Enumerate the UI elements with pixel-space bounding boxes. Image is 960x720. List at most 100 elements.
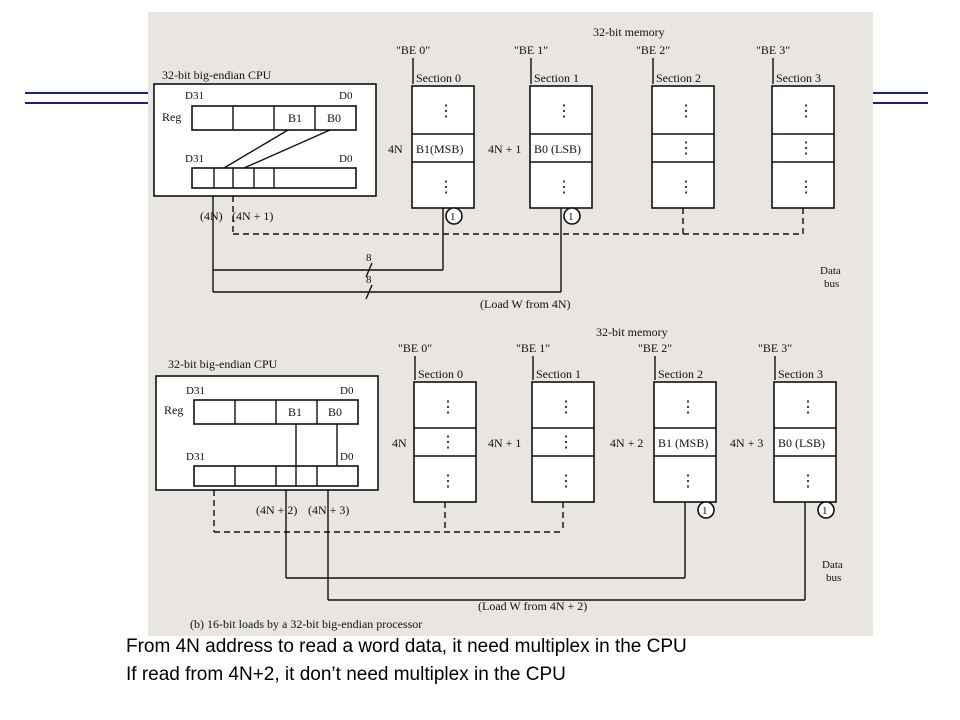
top-row-4n1: 4N + 1 xyxy=(488,142,521,156)
bottom-reg-label: Reg xyxy=(164,403,183,417)
top-d0-lower: D0 xyxy=(339,153,353,165)
bottom-reg-b1: B1 xyxy=(288,405,302,419)
caption-line-1: From 4N address to read a word data, it … xyxy=(126,636,687,657)
bottom-load-label: (Load W from 4N + 2) xyxy=(478,599,587,613)
top-dots-1a: ⋮ xyxy=(556,103,572,120)
top-addr-4n1: (4N + 1) xyxy=(232,209,273,223)
bottom-addr-4n2: (4N + 2) xyxy=(256,503,297,517)
top-be3: "BE 3" xyxy=(756,43,790,57)
bottom-d0-lower: D0 xyxy=(340,451,354,463)
bottom-figure-caption: (b) 16-bit loads by a 32-bit big-endian … xyxy=(190,617,422,631)
bottom-diagram: 32-bit memory 32-bit big-endian CPU D31 … xyxy=(155,325,843,631)
bottom-circle-1b-label: 1 xyxy=(822,505,828,517)
bottom-be2: "BE 2" xyxy=(638,341,672,355)
top-cell-b0-lsb: B0 (LSB) xyxy=(534,142,581,156)
top-be0: "BE 0" xyxy=(396,43,430,57)
bottom-dots-1c: ⋮ xyxy=(558,473,574,490)
bottom-circle-1a xyxy=(697,501,715,519)
top-cpu-title: 32-bit big-endian CPU xyxy=(162,68,272,82)
bottom-section-1: Section 1 xyxy=(536,367,581,381)
top-circle-1b-label: 1 xyxy=(568,211,574,223)
top-data-label: Data xyxy=(820,265,841,277)
caption-line-2: If read from 4N+2, it don’t need multipl… xyxy=(126,664,566,685)
bottom-circle-1a-label: 1 xyxy=(702,505,708,517)
bottom-row-4n1: 4N + 1 xyxy=(488,436,521,450)
top-dots-3a: ⋮ xyxy=(798,103,814,120)
bottom-cell-b1-msb: B1 (MSB) xyxy=(658,436,708,450)
top-mem-col-3 xyxy=(771,85,835,209)
bottom-circle-1b xyxy=(817,501,835,519)
top-mux-arrow-1 xyxy=(223,129,289,169)
title-rule-left-2 xyxy=(25,102,148,104)
bottom-mem-col-2 xyxy=(653,381,717,503)
top-reg-label: Reg xyxy=(162,110,181,124)
top-bus-width-1: 8 xyxy=(366,252,372,264)
top-dots-2a: ⋮ xyxy=(678,103,694,120)
bottom-dots-0a: ⋮ xyxy=(440,399,456,416)
bottom-dots-3b: ⋮ xyxy=(800,473,816,490)
title-rule-right-2 xyxy=(873,102,928,104)
top-section-2: Section 2 xyxy=(656,71,701,85)
bottom-mem-col-0 xyxy=(413,381,477,503)
top-be1: "BE 1" xyxy=(514,43,548,57)
title-rule-left-1 xyxy=(25,92,148,94)
top-bus-width-2: 8 xyxy=(366,274,372,286)
bottom-row-4n3: 4N + 3 xyxy=(730,436,763,450)
bottom-cpu-title: 32-bit big-endian CPU xyxy=(168,357,278,371)
bottom-d31-lower: D31 xyxy=(186,451,205,463)
bottom-mem-col-3 xyxy=(773,381,837,503)
top-reg-b0: B0 xyxy=(327,111,341,125)
top-section-1: Section 1 xyxy=(534,71,579,85)
bottom-be1: "BE 1" xyxy=(516,341,550,355)
bottom-reg-b0: B0 xyxy=(328,405,342,419)
title-rule-right-1 xyxy=(873,92,928,94)
top-dots-2c: ⋮ xyxy=(678,179,694,196)
bottom-d31-upper: D31 xyxy=(186,385,205,397)
top-section-3: Section 3 xyxy=(776,71,821,85)
top-bus-label: bus xyxy=(824,278,839,290)
top-dots-0a: ⋮ xyxy=(438,103,454,120)
top-d31-lower: D31 xyxy=(185,153,204,165)
top-row-4n: 4N xyxy=(388,142,403,156)
bottom-dots-0b: ⋮ xyxy=(440,434,456,451)
bottom-dots-0c: ⋮ xyxy=(440,473,456,490)
top-dots-3b: ⋮ xyxy=(798,140,814,157)
bottom-section-0: Section 0 xyxy=(418,367,463,381)
top-circle-1a-label: 1 xyxy=(450,211,456,223)
bottom-row-4n2: 4N + 2 xyxy=(610,436,643,450)
top-section-0: Section 0 xyxy=(416,71,461,85)
bottom-dots-3a: ⋮ xyxy=(800,399,816,416)
bottom-cell-b0-lsb: B0 (LSB) xyxy=(778,436,825,450)
top-reg-b1: B1 xyxy=(288,111,302,125)
top-be2: "BE 2" xyxy=(636,43,670,57)
top-memory-title: 32-bit memory xyxy=(593,25,665,39)
top-cell-b1-msb: B1(MSB) xyxy=(416,142,463,156)
top-d31-upper: D31 xyxy=(185,90,204,102)
top-circle-1b xyxy=(563,207,581,225)
scanned-figure: 32-bit memory 32-bit big-endian CPU D31 … xyxy=(148,12,873,636)
bottom-mem-col-1 xyxy=(531,381,595,503)
bottom-d0-upper: D0 xyxy=(340,385,354,397)
bottom-row-4n: 4N xyxy=(392,436,407,450)
top-dots-2b: ⋮ xyxy=(678,140,694,157)
bottom-dots-1a: ⋮ xyxy=(558,399,574,416)
top-mem-col-1 xyxy=(529,85,593,209)
top-d0-upper: D0 xyxy=(339,90,353,102)
top-circle-1a xyxy=(445,207,463,225)
bottom-be3: "BE 3" xyxy=(758,341,792,355)
big-endian-diagram: 32-bit memory 32-bit big-endian CPU D31 … xyxy=(153,25,843,631)
bottom-dots-2a: ⋮ xyxy=(680,399,696,416)
top-load-label: (Load W from 4N) xyxy=(480,297,571,311)
top-mux-arrow-2 xyxy=(243,129,331,169)
bottom-addr-4n3: (4N + 3) xyxy=(308,503,349,517)
bottom-section-3: Section 3 xyxy=(778,367,823,381)
top-dots-0b: ⋮ xyxy=(438,179,454,196)
bottom-be0: "BE 0" xyxy=(398,341,432,355)
bottom-bus-label: bus xyxy=(826,572,841,584)
top-dots-1b: ⋮ xyxy=(556,179,572,196)
bottom-dots-2b: ⋮ xyxy=(680,473,696,490)
bottom-memory-title: 32-bit memory xyxy=(596,325,668,339)
bottom-data-label: Data xyxy=(822,559,843,571)
top-dots-3c: ⋮ xyxy=(798,179,814,196)
top-addr-4n: (4N) xyxy=(200,209,223,223)
